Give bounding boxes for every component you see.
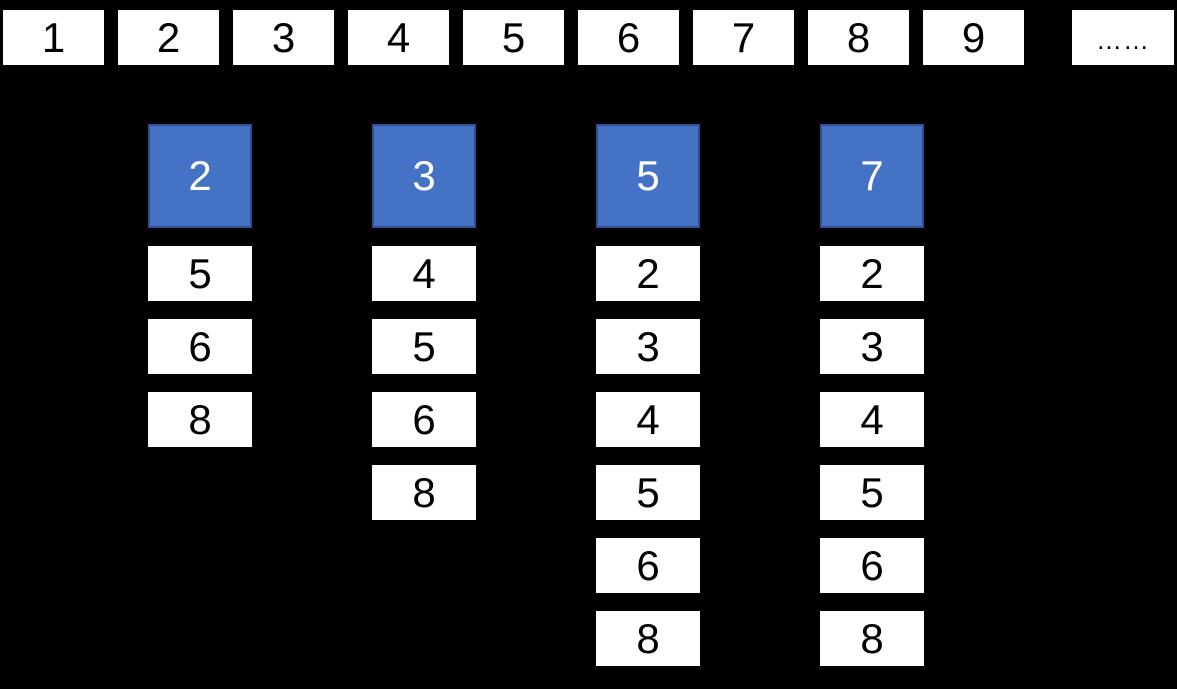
- prime-column-7: 7 2 3 4 5 6 8: [820, 124, 924, 666]
- number-cell-3: 3: [233, 10, 334, 65]
- multiple-cell: 2: [596, 246, 700, 301]
- prime-header-5: 5: [596, 124, 700, 228]
- multiple-cell: 8: [820, 611, 924, 666]
- prime-header-7: 7: [820, 124, 924, 228]
- multiple-cell: 3: [820, 319, 924, 374]
- number-cell-6: 6: [578, 10, 679, 65]
- ellipsis-cell: ……: [1072, 10, 1174, 65]
- multiple-cell: 6: [372, 392, 476, 447]
- multiple-cell: 3: [596, 319, 700, 374]
- prime-column-2: 2 5 6 8: [148, 124, 252, 447]
- number-cell-5: 5: [463, 10, 564, 65]
- multiple-cell: 2: [820, 246, 924, 301]
- number-cell-1: 1: [3, 10, 104, 65]
- multiple-cell: 6: [820, 538, 924, 593]
- multiple-cell: 5: [596, 465, 700, 520]
- multiple-cell: 4: [596, 392, 700, 447]
- prime-header-2: 2: [148, 124, 252, 228]
- number-cell-8: 8: [808, 10, 909, 65]
- prime-column-3: 3 4 5 6 8: [372, 124, 476, 520]
- multiple-cell: 5: [820, 465, 924, 520]
- prime-column-5: 5 2 3 4 5 6 8: [596, 124, 700, 666]
- multiple-cell: 4: [820, 392, 924, 447]
- prime-header-3: 3: [372, 124, 476, 228]
- number-cell-9: 9: [923, 10, 1024, 65]
- number-cell-7: 7: [693, 10, 794, 65]
- multiple-cell: 5: [372, 319, 476, 374]
- multiple-cell: 4: [372, 246, 476, 301]
- multiple-cell: 8: [372, 465, 476, 520]
- multiple-cell: 8: [148, 392, 252, 447]
- multiple-cell: 5: [148, 246, 252, 301]
- multiple-cell: 6: [148, 319, 252, 374]
- number-cell-4: 4: [348, 10, 449, 65]
- number-cell-2: 2: [118, 10, 219, 65]
- multiple-cell: 6: [596, 538, 700, 593]
- multiple-cell: 8: [596, 611, 700, 666]
